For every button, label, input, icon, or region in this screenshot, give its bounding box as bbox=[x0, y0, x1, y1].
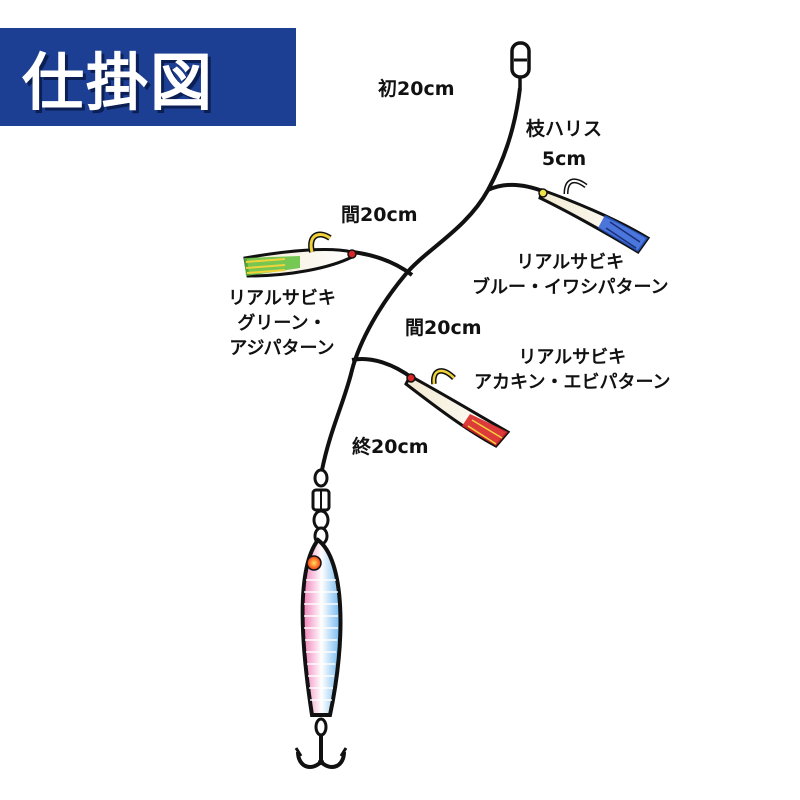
branch-line-red bbox=[351, 357, 414, 380]
diagram-title: 仕掛図 bbox=[22, 46, 215, 119]
lure-blue-line-2: ブルー・イワシパターン bbox=[472, 277, 669, 298]
lure-label-red: リアルサビキ アカキン・エビパターン bbox=[474, 345, 671, 395]
lure-green-line-2: グリーン・ bbox=[237, 313, 327, 334]
red-sabiki-lure bbox=[404, 368, 511, 448]
top-snap-icon bbox=[510, 41, 531, 88]
title-banner: 仕掛図 bbox=[0, 28, 296, 126]
branch-line-length: 5cm bbox=[541, 148, 587, 170]
green-sabiki-lure bbox=[243, 231, 357, 278]
swivel-icon bbox=[311, 468, 331, 546]
lure-label-green: リアルサビキ グリーン・ アジパターン bbox=[228, 286, 336, 361]
lure-label-blue: リアルサビキ ブルー・イワシパターン bbox=[472, 250, 669, 300]
lure-red-line-1: リアルサビキ bbox=[518, 347, 627, 368]
lure-red-line-2: アカキン・エビパターン bbox=[474, 372, 671, 393]
lure-green-line-3: アジパターン bbox=[229, 338, 335, 359]
segment-label-last: 終20cm bbox=[352, 436, 429, 458]
branch-line-blue bbox=[487, 183, 546, 194]
segment-label-first: 初20cm bbox=[378, 78, 455, 100]
main-line bbox=[320, 87, 522, 471]
metal-jig bbox=[300, 537, 343, 717]
segment-label-gap-lower: 間20cm bbox=[405, 317, 482, 339]
lure-blue-line-1: リアルサビキ bbox=[516, 252, 625, 273]
branch-line-name: 枝ハリス bbox=[526, 118, 603, 140]
branch-line-green bbox=[352, 250, 414, 277]
lure-green-line-1: リアルサビキ bbox=[228, 288, 336, 309]
treble-hook-icon bbox=[294, 717, 348, 769]
segment-label-gap-upper: 間20cm bbox=[341, 204, 418, 226]
branch-line-label: 枝ハリス 5cm bbox=[526, 114, 602, 174]
blue-sabiki-lure bbox=[538, 178, 651, 255]
jig-eye-icon bbox=[306, 555, 322, 571]
